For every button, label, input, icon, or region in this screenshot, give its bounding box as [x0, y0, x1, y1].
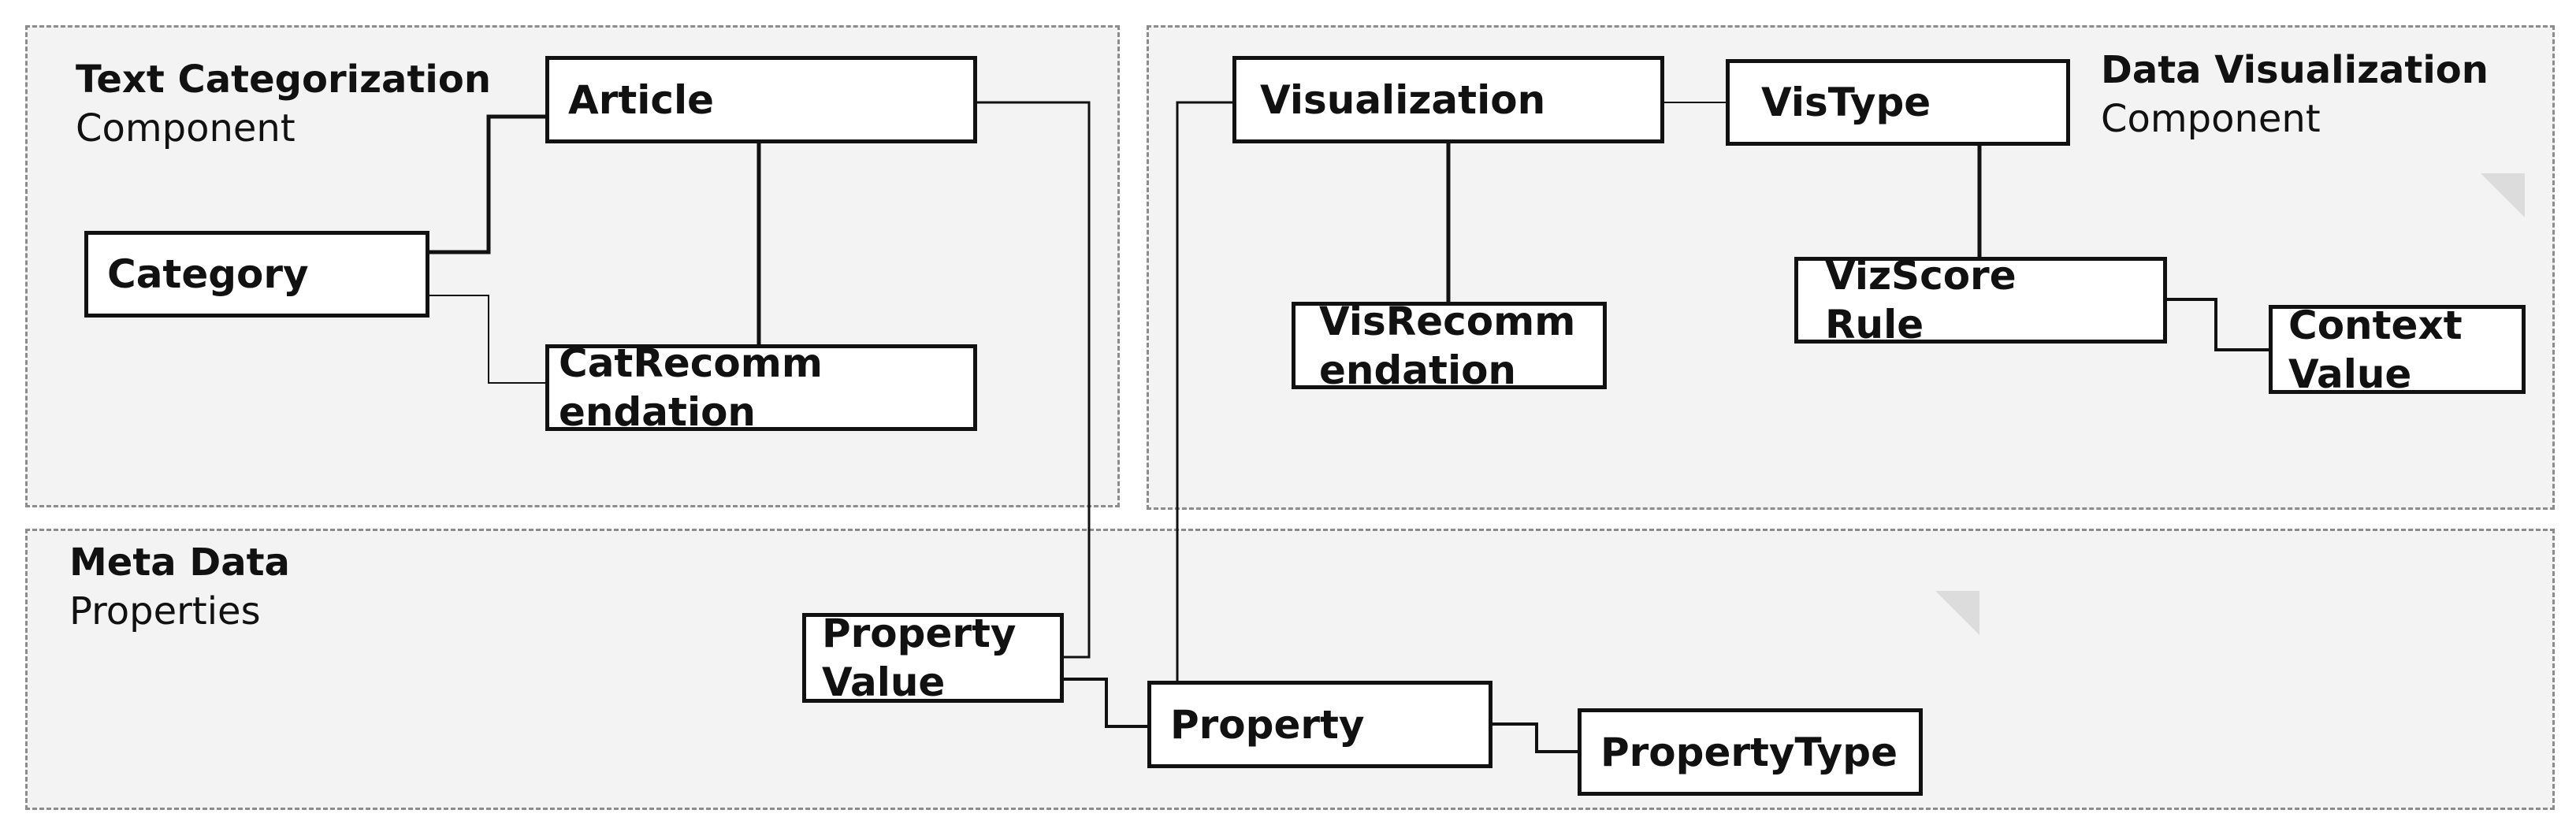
entity-property[interactable]: Property: [1147, 681, 1492, 768]
entity-cat-recommendation-label: CatRecomm endation: [559, 340, 823, 435]
text-categorization-subtitle: Component: [76, 106, 296, 150]
entity-article[interactable]: Article: [545, 56, 977, 143]
relation-vizscorerule-contextvalue: [2167, 298, 2269, 351]
entity-vis-type[interactable]: VisType: [1726, 59, 2070, 146]
data-visualization-title: Data Visualization: [2101, 48, 2489, 92]
entity-vis-recommendation[interactable]: VisRecomm endation: [1292, 299, 1607, 393]
entity-property-label: Property: [1170, 701, 1365, 748]
entity-visualization[interactable]: Visualization: [1232, 56, 1664, 143]
relation-visualization-property: [1176, 101, 1232, 681]
entity-context-value-label: Context Value: [2288, 302, 2463, 397]
entity-cat-recommendation[interactable]: CatRecomm endation: [545, 340, 977, 435]
corner-fold-icon: [1935, 591, 1979, 635]
relation-property-propertytype: [1492, 722, 1578, 753]
data-visualization-subtitle: Component: [2101, 97, 2321, 141]
entity-vis-type-label: VisType: [1761, 80, 1931, 125]
entity-visualization-label: Visualization: [1260, 76, 1546, 123]
entity-context-value[interactable]: Context Value: [2269, 303, 2526, 397]
corner-fold-icon: [2481, 173, 2525, 217]
entity-viz-score-rule[interactable]: VizScore Rule: [1794, 253, 2167, 347]
entity-category[interactable]: Category: [84, 231, 429, 318]
relation-article-propertyvalue: [977, 101, 1091, 659]
entity-property-type[interactable]: PropertyType: [1578, 708, 1923, 796]
entity-article-label: Article: [568, 76, 715, 123]
entity-property-type-label: PropertyType: [1600, 729, 1898, 775]
meta-data-title: Meta Data: [69, 540, 290, 585]
entity-property-value[interactable]: Property Value: [802, 611, 1064, 705]
relation-category-catrecommendation: [429, 295, 545, 384]
relation-category-article: [429, 114, 545, 254]
entity-property-value-label: Property Value: [822, 611, 1017, 705]
relation-propertyvalue-property: [1064, 678, 1147, 728]
entity-vis-recommendation-label: VisRecomm endation: [1319, 298, 1576, 393]
entity-viz-score-rule-label: VizScore Rule: [1825, 253, 2017, 347]
meta-data-subtitle: Properties: [69, 589, 261, 633]
text-categorization-title: Text Categorization: [76, 58, 491, 102]
entity-category-label: Category: [107, 251, 309, 297]
